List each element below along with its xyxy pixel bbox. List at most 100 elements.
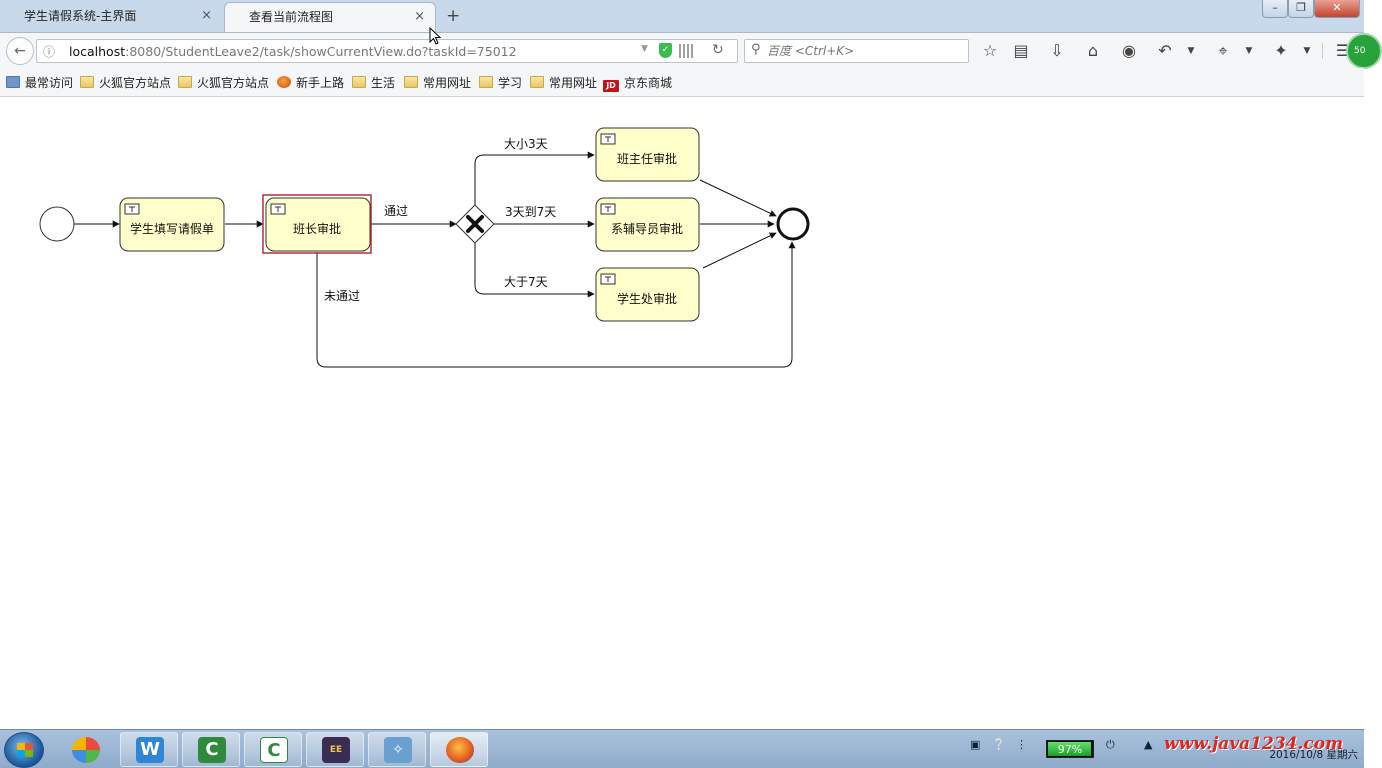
bookmark-firefox-site[interactable]: 火狐官方站点 <box>80 74 171 92</box>
bookmark-label: 京东商城 <box>624 76 673 90</box>
taskbar-app-launcher[interactable] <box>56 732 114 767</box>
app-launcher-icon <box>72 737 100 763</box>
close-tab-icon[interactable]: × <box>414 9 425 24</box>
taskbar-camtasia-2[interactable]: C <box>244 732 302 767</box>
download-icon[interactable]: ⇩ <box>1050 41 1064 60</box>
start-event[interactable] <box>39 206 75 242</box>
undo-icon[interactable]: ↶ <box>1158 41 1172 60</box>
taskbar-firefox[interactable] <box>430 732 488 767</box>
bookmark-study[interactable]: 学习 <box>479 74 522 92</box>
battery-percent: 97% <box>1057 743 1083 756</box>
crop-dropdown-icon[interactable]: ▼ <box>1245 46 1253 56</box>
bookmark-label: 学习 <box>498 76 523 90</box>
home-icon[interactable]: ⌂ <box>1087 41 1099 60</box>
flow-label-not-passed: 未通过 <box>324 289 360 303</box>
bookmark-common-sites-2[interactable]: 常用网址 <box>530 74 597 92</box>
security-shield-icon[interactable]: ✓ <box>659 43 672 58</box>
volume-icon[interactable]: ⋮ <box>1016 738 1027 751</box>
process-diagram: 通过 未通过 大小3天 3天到7天 大于7天 学生填写请假单 班长审批 <box>39 127 810 368</box>
tools-icon[interactable]: ✦ <box>1274 41 1288 60</box>
battery-indicator[interactable]: 97% <box>1046 740 1094 758</box>
site-info-icon[interactable]: ⓘ <box>43 45 56 59</box>
exclusive-gateway[interactable] <box>455 204 495 244</box>
flow-label-3-to-7-days: 3天到7天 <box>505 205 556 219</box>
bookmark-label: 最常访问 <box>25 76 74 90</box>
folder-icon <box>530 76 544 88</box>
navigation-toolbar: ← ⓘ localhost:8080/StudentLeave2/task/sh… <box>0 32 1382 69</box>
power-plug-icon[interactable]: ⏻ <box>1106 738 1115 751</box>
tray-app-icon[interactable]: ▣ <box>970 738 981 751</box>
process-diagram-view: 通过 未通过 大小3天 3天到7天 大于7天 学生填写请假单 班长审批 <box>0 97 1364 729</box>
reading-list-icon[interactable]: ▤ <box>1013 41 1029 60</box>
wps-writer-icon: W <box>136 737 164 763</box>
url-text[interactable]: localhost:8080/StudentLeave2/task/showCu… <box>69 44 517 59</box>
task-student-office-approval[interactable]: 学生处审批 <box>595 267 700 322</box>
tools-dropdown-icon[interactable]: ▼ <box>1303 46 1311 56</box>
taskbar-wps-writer[interactable]: W <box>120 732 178 767</box>
task-headteacher-approval[interactable]: 班主任审批 <box>595 127 700 182</box>
bookmark-common-sites[interactable]: 常用网址 <box>404 74 471 92</box>
task-fill-leave-form[interactable]: 学生填写请假单 <box>119 197 225 252</box>
folder-icon <box>479 76 493 88</box>
bookmark-most-visited[interactable]: 最常访问 <box>6 74 73 92</box>
search-input[interactable] <box>767 43 962 59</box>
bookmarks-toolbar: 最常访问 火狐官方站点 火狐官方站点 新手上路 生活 常用网址 学习 常用网址 … <box>0 68 1364 97</box>
help-icon[interactable]: ❔ <box>992 738 1006 751</box>
url-bar[interactable]: ⓘ localhost:8080/StudentLeave2/task/show… <box>36 39 738 63</box>
flow-label-more-7-days: 大于7天 <box>504 275 548 289</box>
dolphin-icon: ✧ <box>384 737 412 763</box>
bookmark-star-icon[interactable]: ☆ <box>982 41 998 60</box>
reload-icon[interactable]: ↻ <box>712 42 724 58</box>
bookmark-getting-started[interactable]: 新手上路 <box>277 74 344 92</box>
end-event[interactable] <box>776 207 810 241</box>
folder-icon <box>80 76 94 88</box>
tab-main-interface[interactable]: 学生请假系统-主界面 × <box>0 2 222 32</box>
undo-dropdown-icon[interactable]: ▼ <box>1187 46 1195 56</box>
folder-icon <box>404 76 418 88</box>
active-task-highlight <box>262 194 372 254</box>
task-label: 班主任审批 <box>617 151 677 166</box>
bookmark-label: 常用网址 <box>423 76 472 90</box>
mouse-cursor <box>429 26 442 45</box>
chat-icon[interactable]: ◉ <box>1122 41 1136 60</box>
show-hidden-icons-icon[interactable]: ▲ <box>1144 738 1153 751</box>
task-label: 学生填写请假单 <box>130 221 214 236</box>
battery-level <box>1048 742 1091 756</box>
start-button[interactable] <box>4 732 44 768</box>
flow-headteacher-to-end <box>699 179 777 217</box>
folder-icon <box>178 76 192 88</box>
tab-strip: 学生请假系统-主界面 × 查看当前流程图 × + – ❐ ✕ <box>0 0 1364 32</box>
new-tab-button[interactable]: + <box>446 6 461 26</box>
minimize-button[interactable]: – <box>1262 0 1288 18</box>
flow-less-3-days <box>474 151 595 206</box>
task-label: 学生处审批 <box>617 291 677 306</box>
back-button[interactable]: ← <box>6 37 34 65</box>
tab-current-flow[interactable]: 查看当前流程图 × <box>224 2 436 32</box>
camtasia-recorder-icon: C <box>260 737 288 763</box>
bookmark-label: 火狐官方站点 <box>99 76 172 90</box>
system-clock[interactable]: 2016/10/8 星期六 <box>1240 736 1358 762</box>
close-tab-icon[interactable]: × <box>201 8 212 23</box>
maximize-button[interactable]: ❐ <box>1288 0 1314 18</box>
bookmark-firefox-site-2[interactable]: 火狐官方站点 <box>178 74 269 92</box>
extension-badge[interactable]: 50 <box>1346 33 1382 69</box>
firefox-icon <box>446 737 474 763</box>
task-label: 系辅导员审批 <box>611 221 683 236</box>
search-box[interactable]: ⚲ <box>744 39 969 63</box>
flow-not-passed <box>316 241 796 368</box>
folder-icon <box>352 76 366 88</box>
close-window-button[interactable]: ✕ <box>1314 0 1360 18</box>
task-monitor-approval[interactable]: 班长审批 <box>262 194 372 254</box>
java-ee-ide-icon: EE <box>322 737 350 763</box>
taskbar-mysql-tool[interactable]: ✧ <box>368 732 426 767</box>
windows-taskbar: W C C EE ✧ ▣ ❔ ⋮ 97% ⏻ ▲ www.java1234.co… <box>0 729 1364 768</box>
task-label: 班长审批 <box>293 221 341 236</box>
task-counselor-approval[interactable]: 系辅导员审批 <box>595 197 700 252</box>
taskbar-camtasia-1[interactable]: C <box>182 732 240 767</box>
qr-code-icon[interactable] <box>679 44 693 58</box>
bookmark-life[interactable]: 生活 <box>352 74 395 92</box>
url-dropdown-icon[interactable]: ▼ <box>641 44 648 54</box>
screenshot-crop-icon[interactable]: ⌖ <box>1218 41 1228 60</box>
taskbar-java-ee-ide[interactable]: EE <box>306 732 364 767</box>
